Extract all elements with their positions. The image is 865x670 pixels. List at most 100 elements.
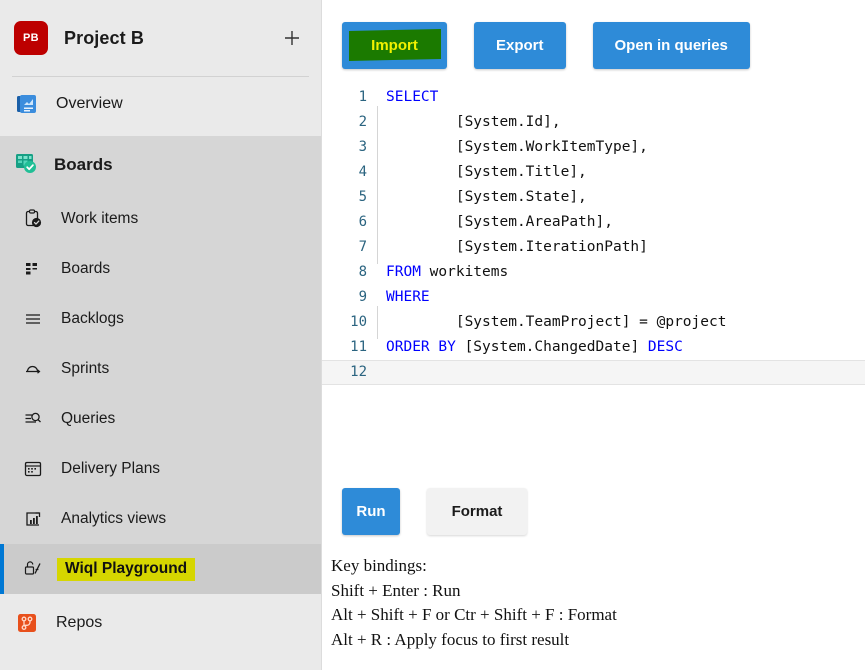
code-line: 11 ORDER BY [System.ChangedDate] DESC	[322, 335, 865, 360]
sidebar-item-label: Wiql Playground	[57, 557, 196, 581]
export-button-label: Export	[496, 37, 544, 54]
code-line: 2 [System.Id],	[322, 106, 865, 139]
code-line: 4 [System.Title],	[322, 156, 865, 189]
work-items-icon	[22, 209, 44, 229]
code-text[interactable]: [System.AreaPath],	[377, 206, 865, 239]
sidebar-divider	[12, 76, 309, 77]
format-button[interactable]: Format	[427, 488, 527, 535]
sidebar-item-backlogs[interactable]: Backlogs	[0, 294, 321, 344]
sidebar-item-overview[interactable]: Overview	[0, 77, 321, 131]
code-line: 9 WHERE	[322, 285, 865, 310]
sql-keyword: SELECT	[386, 89, 439, 105]
sidebar-item-wiql-playground[interactable]: Wiql Playground	[0, 544, 321, 594]
open-in-queries-button[interactable]: Open in queries	[592, 22, 750, 69]
open-in-queries-button-label: Open in queries	[614, 37, 728, 54]
sidebar-item-analytics-views[interactable]: Analytics views	[0, 494, 321, 544]
line-number: 5	[358, 189, 367, 205]
sidebar-item-label: Boards	[61, 260, 111, 277]
queries-icon	[22, 409, 44, 429]
line-number: 10	[350, 314, 367, 330]
sidebar-item-label: Analytics views	[61, 510, 167, 527]
sidebar-item-label: Repos	[56, 614, 103, 631]
code-text[interactable]: [System.Id],	[377, 106, 865, 139]
project-name: Project B	[64, 27, 144, 48]
line-number: 11	[350, 339, 367, 355]
code-rest: [System.ChangedDate]	[455, 339, 648, 355]
code-line-current: 12	[322, 360, 865, 385]
code-line: 10 [System.TeamProject] = @project	[322, 306, 865, 339]
sql-keyword: FROM	[386, 264, 421, 280]
project-avatar: PB	[14, 21, 48, 55]
sidebar-item-boards[interactable]: Boards	[0, 244, 321, 294]
key-binding-line: Alt + Shift + F or Ctr + Shift + F : For…	[331, 605, 617, 624]
key-bindings-help: Key bindings: Shift + Enter : Run Alt + …	[322, 554, 865, 652]
sidebar-boards-label: Boards	[54, 155, 113, 174]
editor-actions: Run Format	[322, 488, 865, 535]
line-number: 2	[358, 114, 367, 130]
plus-glyph	[285, 31, 299, 45]
line-number: 12	[350, 364, 367, 380]
sidebar-item-label: Work items	[61, 210, 139, 227]
main-panel: Import Export Open in queries 1 SELECT 2…	[322, 0, 865, 670]
code-line: 8 FROM workitems	[322, 260, 865, 285]
import-button-label: Import	[371, 37, 418, 54]
analytics-views-icon	[22, 509, 44, 529]
plus-icon[interactable]	[279, 25, 305, 51]
editor-toolbar: Import Export Open in queries	[322, 0, 865, 69]
sidebar-bottom-section: Repos	[0, 594, 321, 652]
sidebar-item-label: Delivery Plans	[61, 460, 161, 477]
key-binding-line: Alt + R : Apply focus to first result	[331, 629, 570, 649]
code-text[interactable]: WHERE	[377, 285, 865, 310]
run-button[interactable]: Run	[342, 488, 400, 535]
import-button[interactable]: Import	[342, 22, 447, 69]
code-text[interactable]	[377, 361, 865, 384]
code-line: 7 [System.IterationPath]	[322, 231, 865, 264]
sprints-icon	[22, 359, 44, 379]
sidebar-item-label: Overview	[56, 95, 123, 112]
line-number: 7	[358, 239, 367, 255]
sql-keyword-2: DESC	[647, 339, 683, 355]
sql-keyword: ORDER BY	[386, 339, 456, 355]
line-number: 6	[358, 214, 367, 230]
line-number: 4	[358, 164, 367, 180]
sidebar-item-boards-header[interactable]: Boards	[0, 136, 321, 194]
sidebar-item-label: Sprints	[61, 360, 110, 377]
code-text[interactable]: [System.Title],	[377, 156, 865, 189]
line-number: 8	[358, 264, 367, 280]
sidebar-item-queries[interactable]: Queries	[0, 394, 321, 444]
sql-keyword: WHERE	[386, 289, 430, 305]
delivery-plans-icon	[22, 459, 44, 479]
overview-icon	[14, 92, 40, 116]
sidebar-item-work-items[interactable]: Work items	[0, 194, 321, 244]
sidebar-item-sprints[interactable]: Sprints	[0, 344, 321, 394]
key-binding-line: Shift + Enter : Run	[331, 580, 461, 600]
code-text[interactable]: ORDER BY [System.ChangedDate] DESC	[377, 335, 865, 360]
export-button[interactable]: Export	[474, 22, 566, 69]
sidebar-top-section: PB Project B	[0, 0, 321, 136]
code-line: 6 [System.AreaPath],	[322, 206, 865, 239]
sidebar: PB Project B	[0, 0, 322, 670]
code-text[interactable]: [System.WorkItemType],	[377, 131, 865, 164]
code-text[interactable]: [System.TeamProject] = @project	[377, 306, 865, 339]
backlogs-icon	[22, 309, 44, 329]
code-text[interactable]: [System.IterationPath]	[377, 231, 865, 264]
project-header[interactable]: PB Project B	[0, 0, 321, 76]
code-text[interactable]: FROM workitems	[377, 260, 865, 285]
code-rest: workitems	[420, 264, 509, 280]
boards-grid-icon	[22, 259, 44, 279]
key-bindings-title: Key bindings:	[331, 556, 427, 575]
wiql-code-editor[interactable]: 1 SELECT 2 [System.Id], 3 [System.WorkIt…	[322, 85, 865, 385]
format-button-label: Format	[451, 503, 503, 520]
code-text[interactable]: [System.State],	[377, 181, 865, 214]
sidebar-boards-section: Boards Work items	[0, 136, 321, 594]
code-line: 3 [System.WorkItemType],	[322, 131, 865, 164]
boards-icon	[14, 151, 38, 180]
code-line: 1 SELECT	[322, 85, 865, 110]
line-number: 1	[358, 89, 367, 105]
wiql-playground-icon	[22, 559, 44, 579]
code-text[interactable]: SELECT	[377, 85, 865, 110]
sidebar-item-repos[interactable]: Repos	[0, 594, 321, 652]
sidebar-item-label: Backlogs	[61, 310, 124, 327]
sidebar-item-delivery-plans[interactable]: Delivery Plans	[0, 444, 321, 494]
